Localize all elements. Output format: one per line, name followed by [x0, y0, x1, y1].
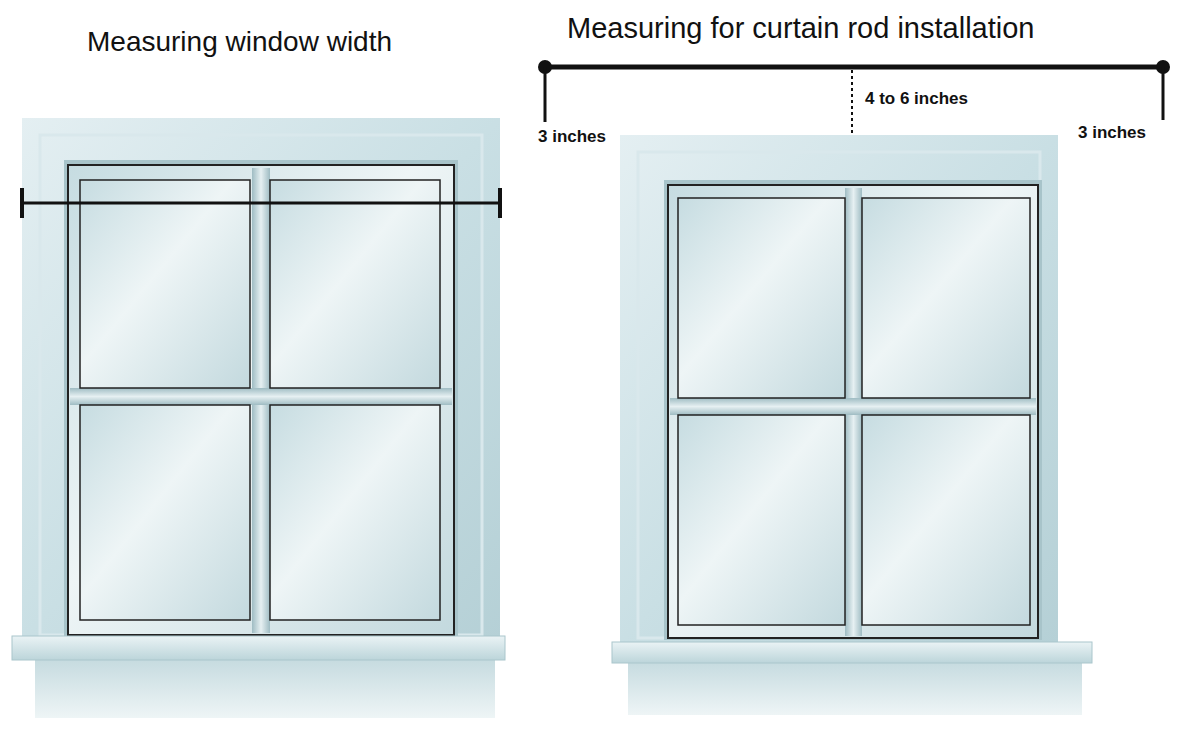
dimension-label: 4 to 6 inches: [865, 90, 968, 109]
curtain-rod: [538, 60, 1170, 133]
panel-heading: Measuring window width: [87, 27, 392, 58]
panel-heading: Measuring for curtain rod installation: [567, 13, 1034, 45]
left-window: [12, 118, 505, 718]
dimension-label: 3 inches: [538, 128, 606, 147]
dimension-label: 3 inches: [1078, 124, 1146, 143]
right-window: [612, 135, 1092, 715]
